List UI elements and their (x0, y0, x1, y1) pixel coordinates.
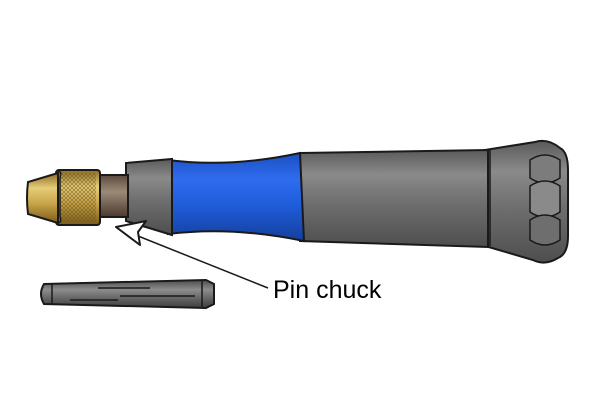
pin-chuck-collet (40, 278, 215, 310)
blue-grip (167, 151, 306, 243)
chuck-tip (26, 171, 59, 225)
handle-body (299, 148, 489, 249)
callout-arrow (115, 220, 269, 289)
pin-vice-tool (26, 139, 569, 264)
collet-nut (55, 169, 101, 226)
pin-chuck-label: Pin chuck (273, 276, 382, 304)
chuck-shaft (97, 174, 129, 218)
